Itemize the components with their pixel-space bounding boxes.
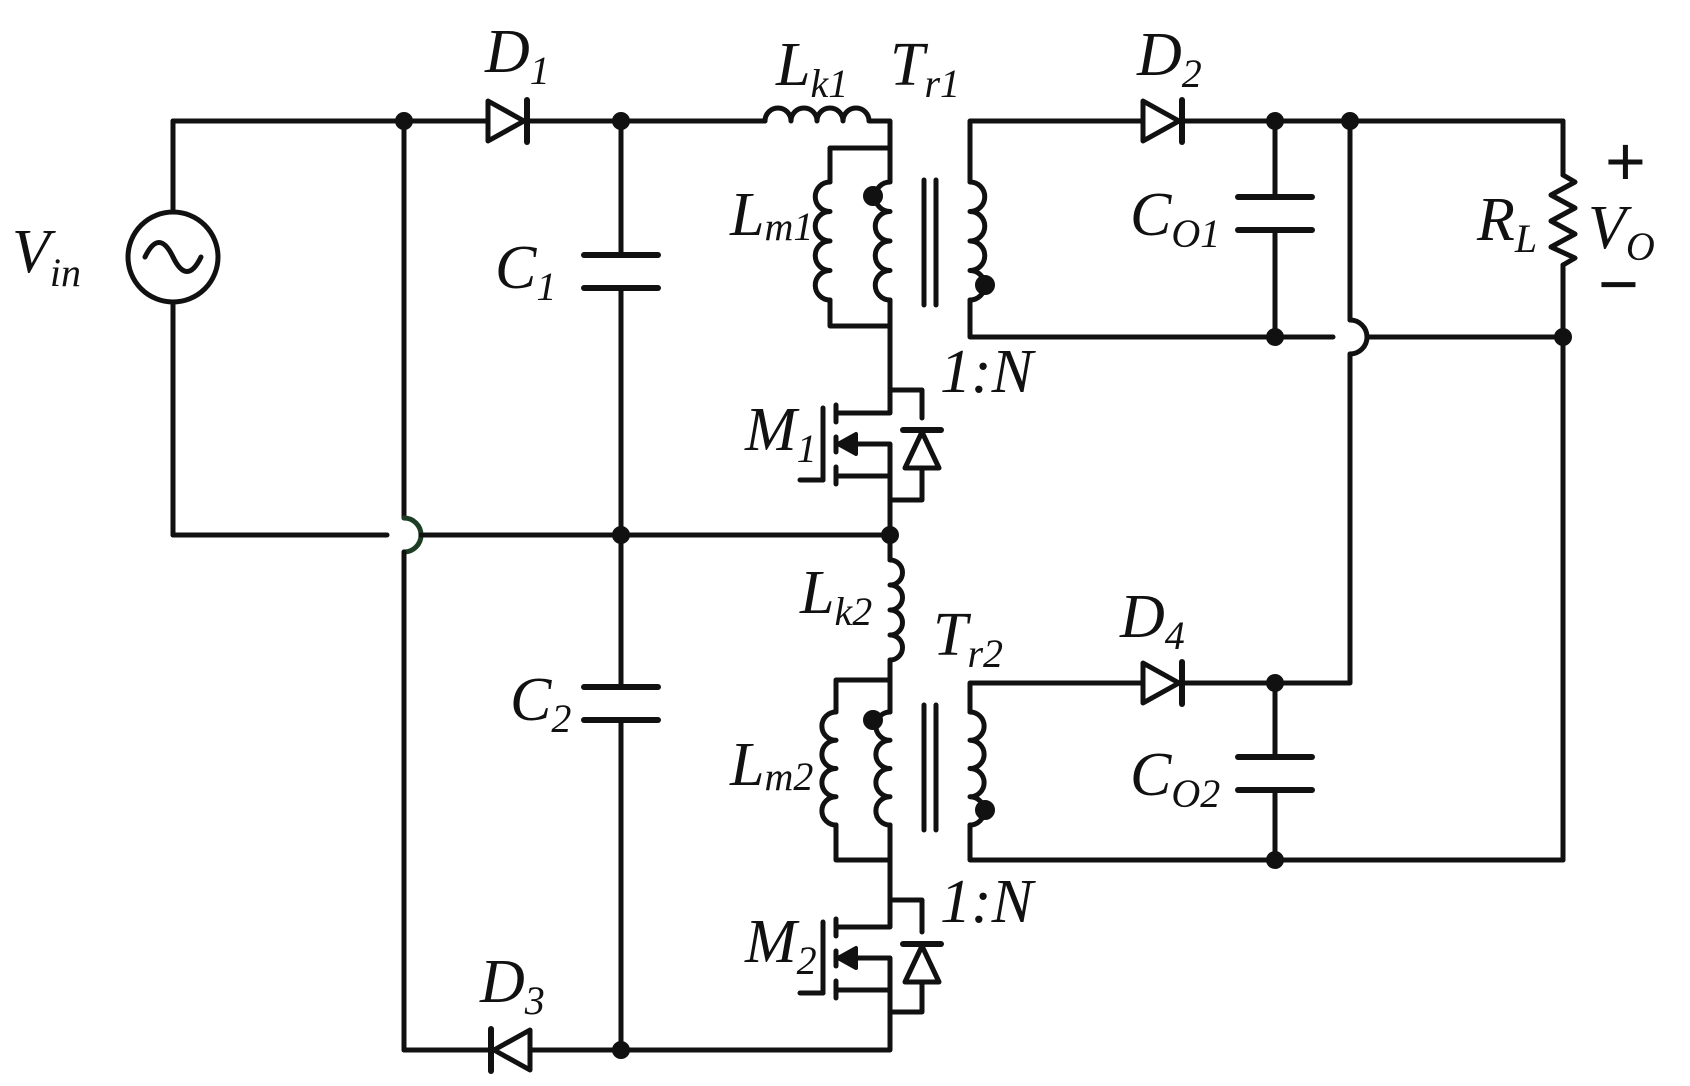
label-tr2: Tr2 (933, 601, 1003, 676)
inductor-lk2 (887, 557, 905, 663)
capacitor-c1 (581, 252, 661, 291)
ac-source-vin (125, 209, 221, 305)
transformer-tr2-primary (873, 709, 893, 828)
resistor-rl (1548, 172, 1578, 268)
label-ratio-2: 1:N (940, 868, 1037, 936)
m1-arrow-icon (836, 432, 858, 456)
label-vo: VO (1588, 194, 1655, 269)
m2-drain (833, 897, 893, 930)
ac-source-circle (125, 209, 221, 305)
label-co2: CO2 (1130, 741, 1220, 816)
label-rl: RL (1476, 186, 1537, 261)
wire-lm1-top (827, 145, 893, 185)
wire-lm2-top (833, 677, 893, 715)
m2-body-diode (902, 943, 942, 985)
inductor-lm2 (819, 709, 839, 828)
capacitor-co2 (1235, 754, 1315, 793)
label-d4: D4 (1119, 583, 1185, 658)
m2-arrow-icon (836, 946, 858, 970)
capacitor-c2 (581, 684, 661, 723)
label-m1: M1 (744, 396, 817, 471)
polarity-dot-tr2-secondary (975, 800, 995, 820)
wire-lk1-to-pri1 (867, 118, 893, 151)
wire-sec1-top (967, 118, 1146, 185)
capacitor-co1 (1235, 194, 1315, 233)
label-minus: − (1598, 245, 1639, 323)
wire-lm1-bottom (827, 297, 893, 329)
label-ratio-1: 1:N (940, 338, 1037, 406)
label-vin: Vin (12, 218, 81, 295)
label-c2: C2 (510, 666, 571, 741)
wire-m1-body-diode-bottom (887, 465, 925, 503)
polarity-dot-tr1-primary (863, 186, 883, 206)
m1-body-diode (902, 429, 942, 471)
label-d2: D2 (1136, 21, 1202, 96)
diode-d4 (1140, 659, 1185, 707)
label-d1: D1 (484, 18, 550, 93)
mosfet-m2 (797, 897, 944, 1018)
diode-d2 (1140, 97, 1185, 145)
transformer-tr1-core (921, 177, 939, 308)
wire-right-vert-bottom (1272, 351, 1353, 686)
label-lm1: Lm1 (729, 181, 813, 249)
label-d3: D3 (479, 948, 545, 1023)
wire-m2-body-diode-top (887, 897, 925, 935)
polarity-dot-tr2-primary (863, 710, 883, 730)
wire-sec1-bottom (967, 297, 1336, 340)
wire-lm2-bottom (833, 822, 893, 863)
wire-bottom-right (527, 1012, 893, 1053)
transformer-tr2-core (921, 702, 939, 833)
label-tr1: Tr1 (890, 31, 960, 106)
transformer-tr1-primary (872, 179, 893, 303)
inductor-lk1 (762, 105, 872, 124)
diode-d3 (488, 1026, 533, 1074)
wire-crossover-left (401, 515, 424, 555)
label-lk1: Lk1 (775, 31, 848, 106)
polarity-dot-tr1-secondary (975, 275, 995, 295)
wire-crossover-right (1347, 317, 1370, 357)
junctions (395, 112, 1572, 1059)
sine-wave-icon (142, 240, 204, 274)
diode-d1 (485, 97, 530, 145)
wire-m2-body-diode-bottom (887, 979, 925, 1015)
label-plus: + (1605, 122, 1646, 200)
wire-sec2-bottom (967, 822, 1566, 863)
label-c1: C1 (495, 234, 556, 309)
mosfet-m1 (797, 387, 944, 503)
inductor-lm1 (812, 179, 833, 303)
m2-source (833, 987, 893, 1018)
m1-source (833, 473, 893, 503)
label-lk2: Lk2 (799, 559, 872, 634)
wire-m1-body-diode-top (887, 387, 925, 421)
label-co1: CO1 (1130, 181, 1220, 256)
label-m2: M2 (744, 908, 817, 983)
label-lm2: Lm2 (729, 731, 813, 799)
wires (170, 118, 1566, 1053)
m1-drain (833, 387, 893, 416)
wire-sec2-top (967, 680, 1145, 715)
